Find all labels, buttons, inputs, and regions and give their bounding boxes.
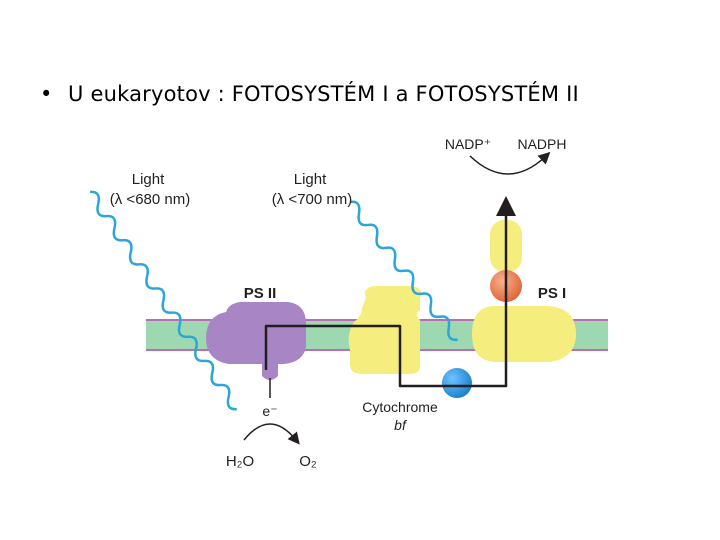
light-wave-1 — [89, 190, 237, 411]
plastocyanin-sphere — [442, 368, 472, 398]
nadp-arc-arrow — [469, 151, 551, 175]
water-arc-arrow — [243, 423, 300, 445]
bullet-line: • U eukaryotov : FOTOSYSTÉM I a FOTOSYSTÉ… — [40, 82, 579, 106]
ps2-complex — [206, 301, 306, 380]
electron-path — [264, 196, 516, 388]
light1-title: Light — [132, 171, 165, 188]
bullet-text: U eukaryotov : FOTOSYSTÉM I a FOTOSYSTÉM… — [68, 82, 579, 106]
ps2-label: PS II — [244, 285, 277, 302]
o2-label: O₂ — [299, 453, 317, 470]
bullet-mark: • — [40, 82, 53, 106]
cytochrome-label: Cytochrome — [362, 399, 438, 415]
cytochrome-bf-label: bf — [394, 417, 408, 433]
h2o-label: H₂O — [226, 453, 254, 470]
light2-title: Light — [294, 171, 327, 188]
ps1-complex — [472, 306, 576, 362]
ps1-label: PS I — [538, 285, 566, 302]
nadph-label: NADPH — [517, 136, 566, 152]
light-wave-2 — [349, 200, 458, 342]
light1-range: (λ <680 nm) — [110, 191, 190, 208]
electron-label: e⁻ — [262, 403, 277, 419]
nadp-label: NADP⁺ — [445, 136, 491, 152]
cytochrome-bf-complex — [348, 286, 421, 374]
light2-range: (λ <700 nm) — [272, 191, 352, 208]
